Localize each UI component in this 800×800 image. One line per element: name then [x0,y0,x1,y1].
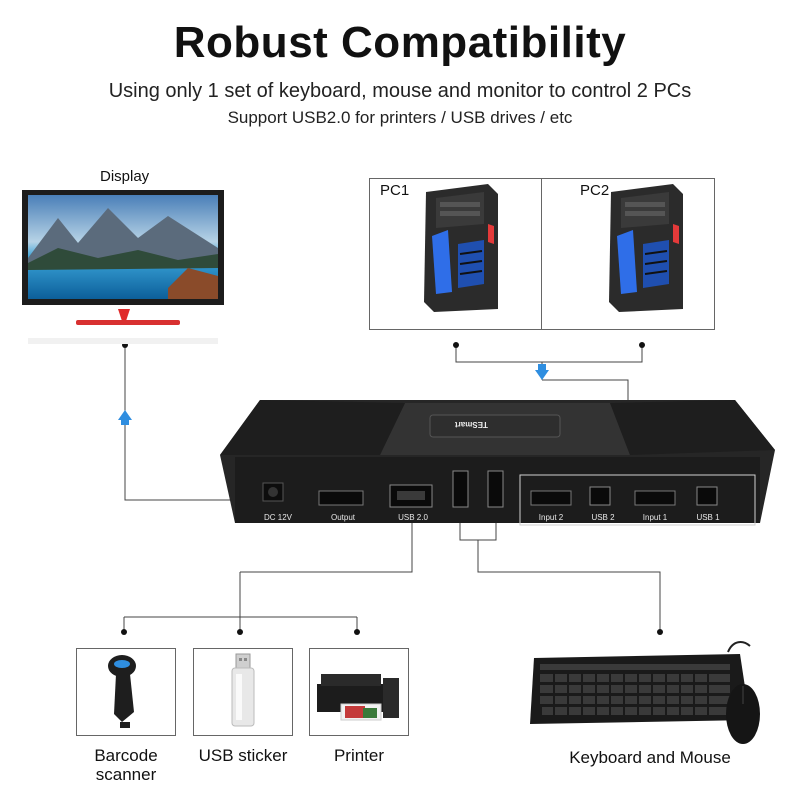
pc2-tower-icon [609,184,683,312]
display-label: Display [100,168,150,185]
port-label-input2: Input 2 [538,513,564,522]
line-pcs-bus [455,345,643,363]
port-label-input1: Input 1 [642,513,668,522]
caption-keyboard-mouse: Keyboard and Mouse [569,748,731,767]
caption-barcode: Barcode scanner [94,746,158,784]
pc2-label: PC2 [580,182,610,199]
port-label-usb20: USB 2.0 [398,513,428,522]
page-title: Robust Compatibility [173,18,627,67]
pc1-tower-icon [424,184,498,312]
subtitle-secondary: Support USB2.0 for printers / USB drives… [227,108,573,127]
caption-printer: Printer [333,746,385,765]
printer-icon [317,674,399,721]
subtitle-primary: Using only 1 set of keyboard, mouse and … [108,80,692,102]
pcs-divider [541,178,542,330]
port-label-usb1: USB 1 [696,513,720,522]
port-label-usb2: USB 2 [591,513,615,522]
kvm-brand: TESmart [455,420,488,429]
caption-usb-stick: USB sticker [198,746,288,765]
kvm-switch [220,400,775,526]
port-label-output: Output [330,513,355,522]
pc1-label: PC1 [380,182,410,199]
keyboard-mouse-icon [530,641,760,744]
barcode-scanner-icon [108,655,136,728]
monitor-icon [22,190,224,344]
port-label-dc: DC 12V [263,513,292,522]
line-usb-peripherals [240,512,413,573]
arrow-down-icon [535,370,549,380]
usb-stick-icon [231,653,255,727]
arrow-up-icon [118,410,132,420]
